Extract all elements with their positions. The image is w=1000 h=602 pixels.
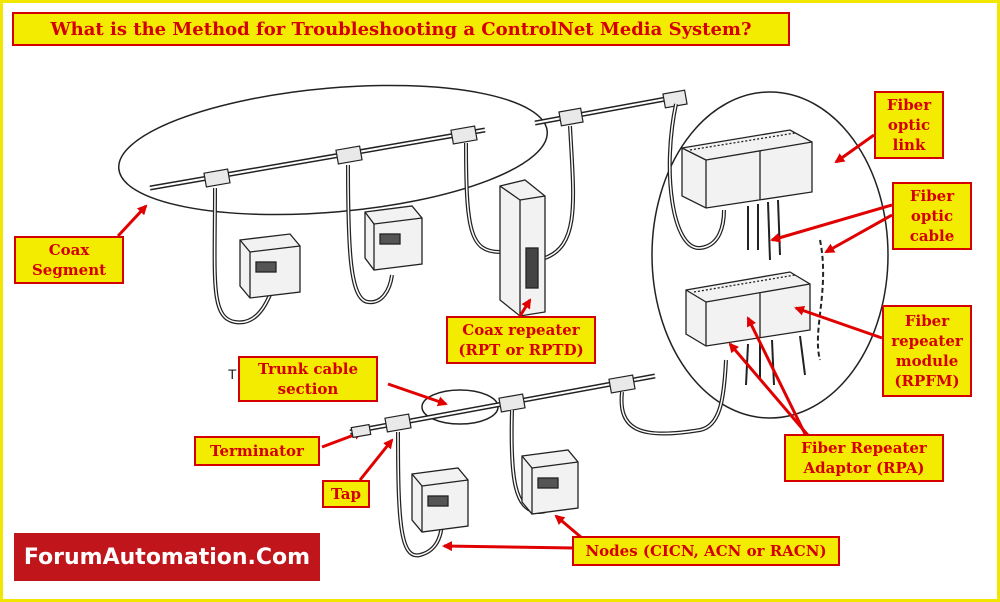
arrow-nodes-1 <box>442 541 575 552</box>
arrow-tap <box>358 438 394 481</box>
label-trunk-cable-section: Trunk cable section <box>238 356 378 402</box>
terminator-plug <box>350 423 372 439</box>
label-nodes: Nodes (CICN, ACN or RACN) <box>572 536 840 566</box>
label-fiber-repeater-module: Fiber repeater module (RPFM) <box>882 305 972 397</box>
upper-right-trunk-cable <box>534 93 683 126</box>
label-tap: Tap <box>322 480 370 508</box>
arrow-trunk-cable <box>387 382 448 407</box>
arrow-fiber-repeater-adaptor-2 <box>728 342 814 441</box>
callout-arrows <box>116 133 893 552</box>
arrow-coax-segment <box>116 204 148 238</box>
arrow-fiber-repeater-adaptor-1 <box>746 316 810 441</box>
coax-repeater-device <box>499 179 546 317</box>
upper-trunk-cable <box>149 127 486 191</box>
arrow-nodes-2 <box>554 514 583 540</box>
node-module-3 <box>411 467 469 533</box>
coax-segment-ellipse <box>117 84 549 216</box>
label-fiber-optic-link: Fiber optic link <box>874 91 944 159</box>
fiber-optic-link-device <box>681 129 813 209</box>
arrow-fiber-cable-2 <box>824 213 893 254</box>
label-terminator: Terminator <box>194 436 320 466</box>
label-coax-repeater: Coax repeater (RPT or RPTD) <box>446 316 596 364</box>
drop-cables-inner <box>213 103 725 323</box>
trunk-taps-upper-right <box>558 89 688 127</box>
trunk-taps-upper <box>203 125 478 188</box>
arrow-fiber-optic-link <box>834 133 875 164</box>
node-module-2 <box>364 205 423 271</box>
page-title: What is the Method for Troubleshooting a… <box>12 12 790 46</box>
trunk-taps-lower <box>384 374 636 433</box>
label-coax-segment: Coax Segment <box>14 236 124 284</box>
label-fiber-repeater-adaptor: Fiber Repeater Adaptor (RPA) <box>784 434 944 482</box>
arrow-fiber-repeater-module <box>794 305 883 340</box>
node-module-4 <box>521 449 579 515</box>
label-fiber-optic-cable: Fiber optic cable <box>892 182 972 250</box>
stray-letter: T <box>228 366 237 382</box>
node-module-1 <box>239 233 301 299</box>
fiber-group-ellipse <box>651 91 889 419</box>
brand-watermark: ForumAutomation.Com <box>14 533 320 581</box>
fiber-repeater-module-device <box>685 271 811 347</box>
arrow-fiber-cable-1 <box>770 203 893 243</box>
arrow-coax-repeater <box>518 298 532 317</box>
